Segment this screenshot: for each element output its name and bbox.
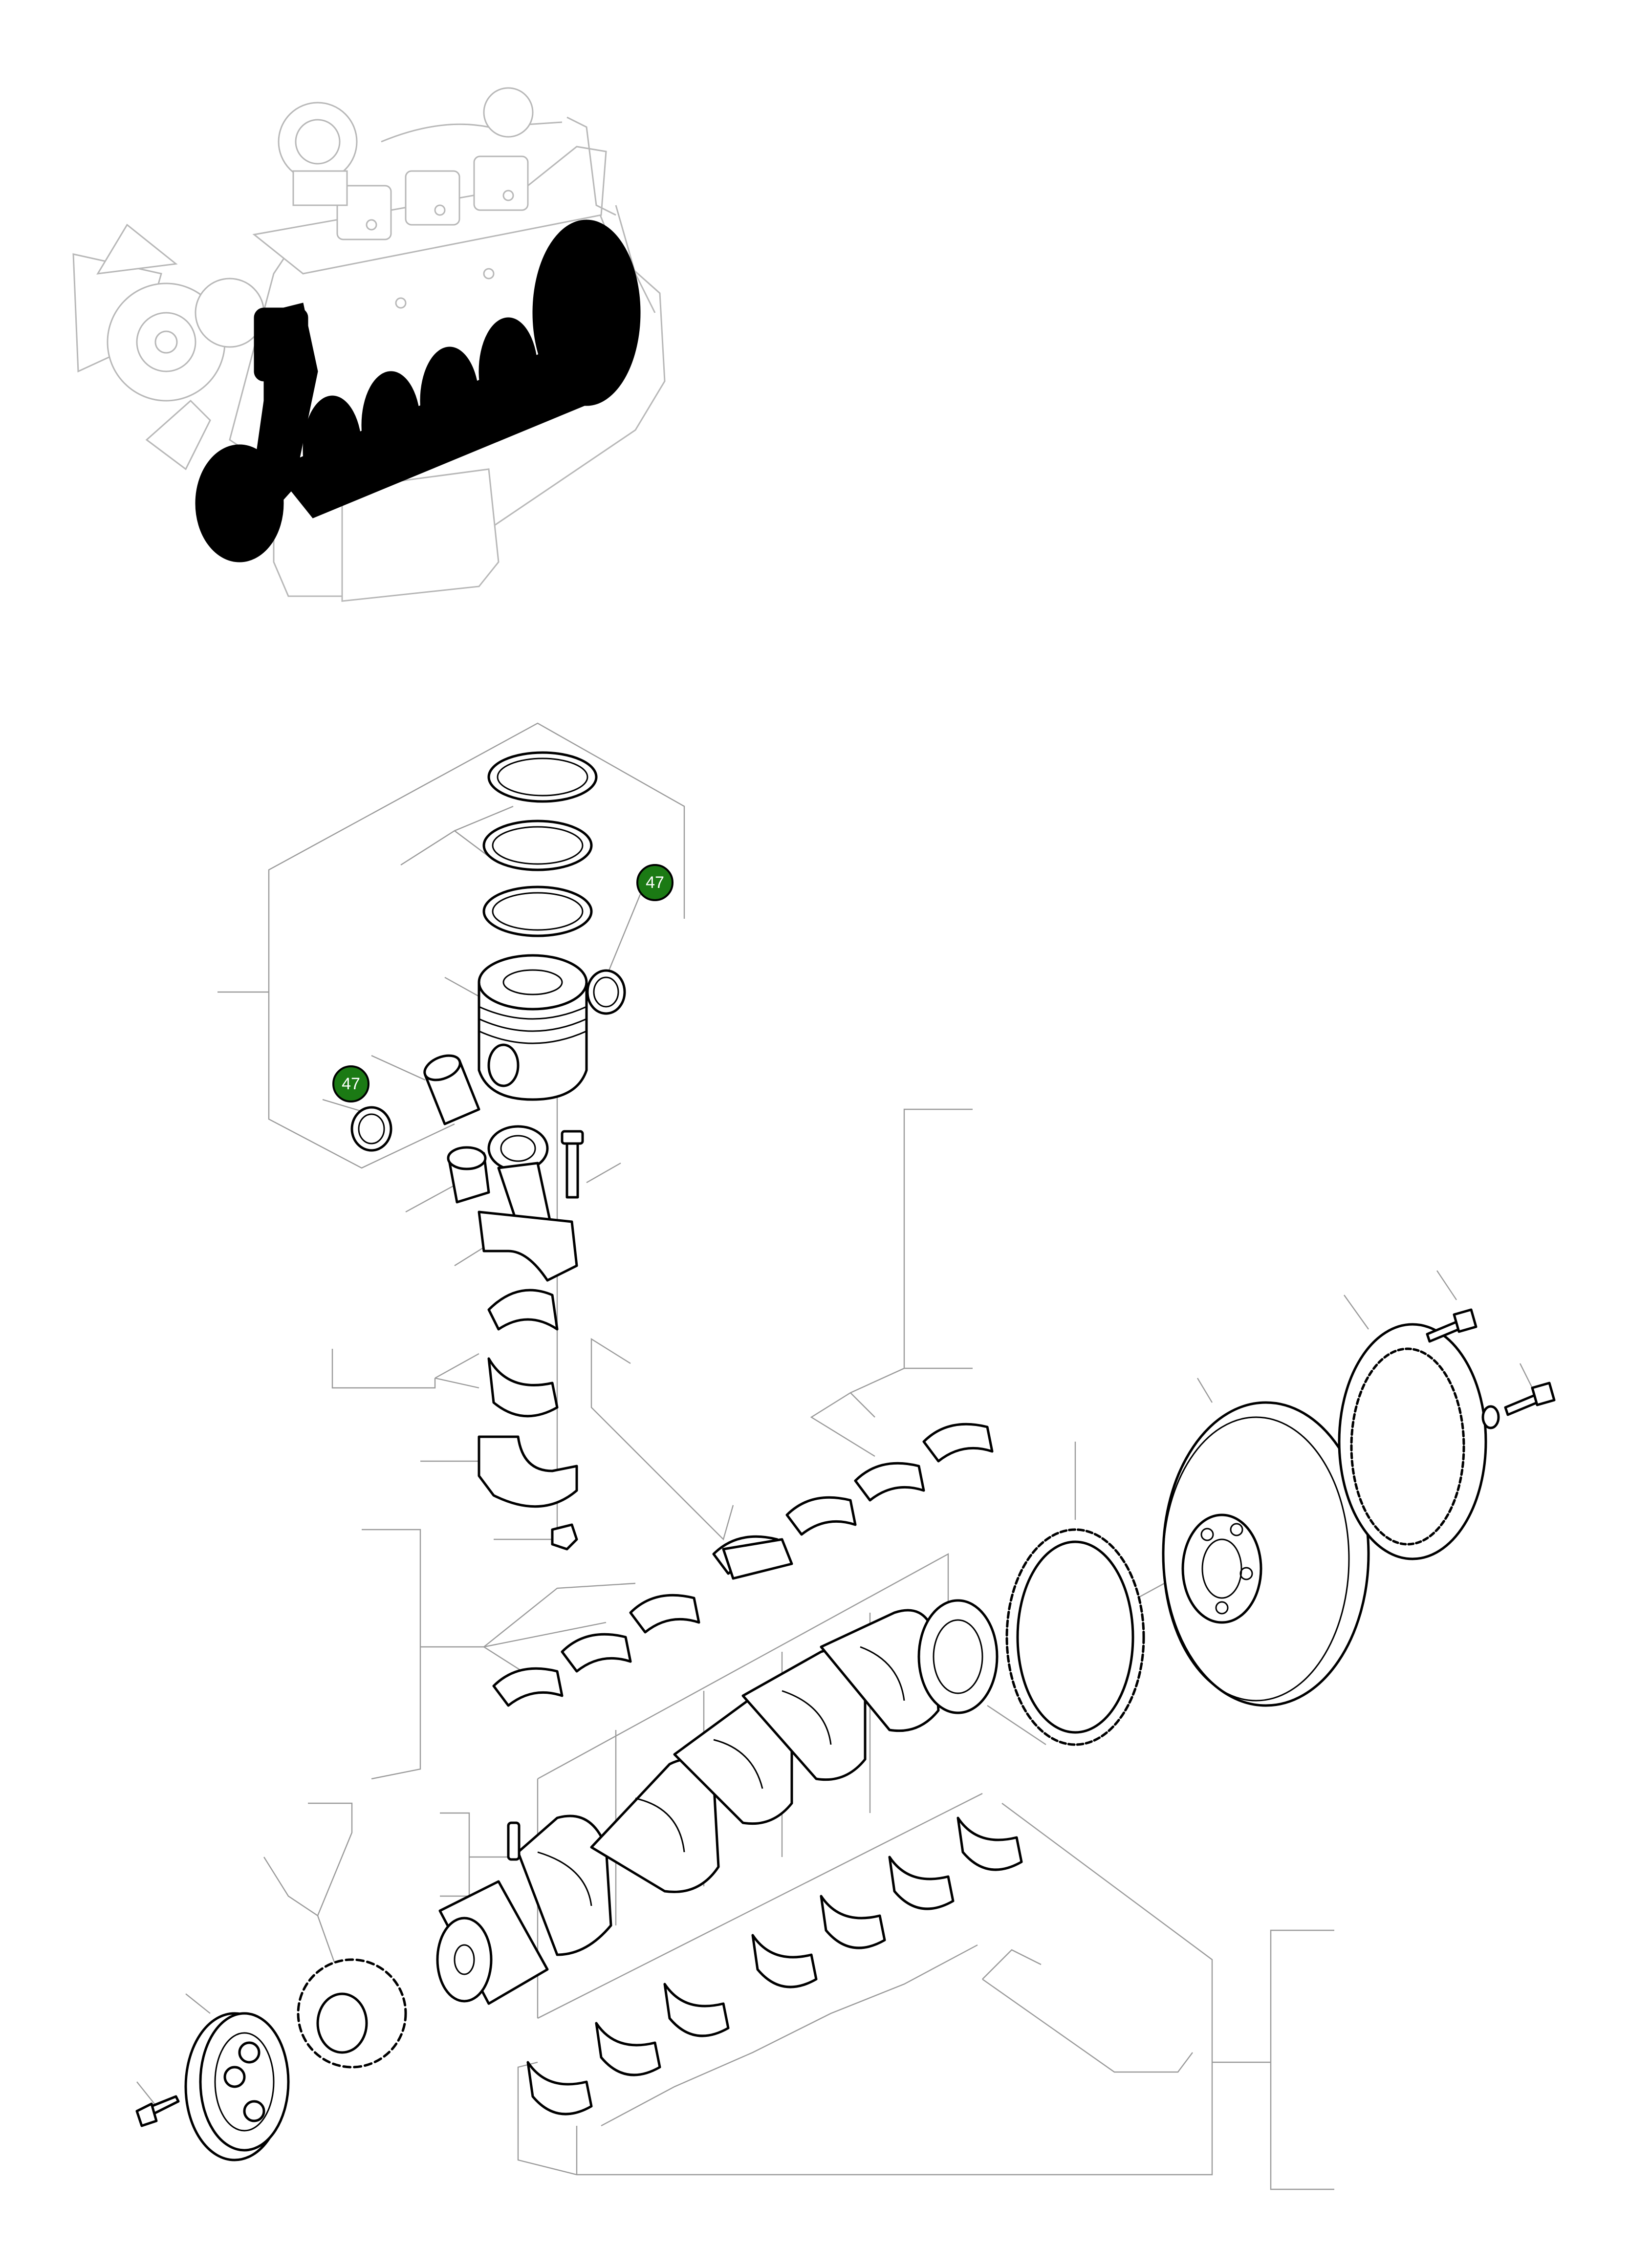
- conrod-nut: [551, 1523, 578, 1551]
- highlighted-crankshaft-silhouette: [195, 219, 641, 562]
- fan-icon: [72, 223, 265, 471]
- ring-gear: [1005, 1528, 1145, 1746]
- leader-lines: [136, 722, 1536, 2190]
- conrod-bolt: [561, 1130, 584, 1199]
- piston-ring-middle: [482, 820, 593, 871]
- connecting-rod: [478, 1125, 578, 1282]
- flywheel: [1162, 1401, 1370, 1707]
- crankshaft: [436, 1599, 999, 2005]
- flywheel-washer: [1481, 1405, 1500, 1429]
- main-bearings-upper-left: [492, 1594, 700, 1707]
- flywheel-bolt-upper: [1426, 1308, 1478, 1343]
- flywheel-ring: [1338, 1323, 1487, 1560]
- piston-ring-oil: [482, 886, 593, 937]
- dowel-pin: [507, 1821, 521, 1861]
- conrod-bearing-lower: [487, 1357, 559, 1418]
- callout-47-upper[interactable]: 47: [636, 864, 674, 901]
- main-bearings-upper-right: [712, 1423, 994, 1580]
- flywheel-bolt-lower: [1504, 1382, 1556, 1416]
- callout-47-lower-label: 47: [342, 1075, 360, 1093]
- callout-47-upper-label: 47: [646, 873, 664, 892]
- conrod-cap: [478, 1435, 578, 1508]
- snap-ring-lower: [350, 1106, 392, 1152]
- pulley-damper: [184, 2012, 290, 2161]
- engine-overview-illustration: [72, 87, 666, 602]
- callout-47-lower[interactable]: 47: [332, 1065, 369, 1102]
- conrod-bearing-upper: [487, 1289, 559, 1331]
- crankshaft-gear: [297, 1958, 407, 2069]
- conrod-bushing: [447, 1146, 490, 1204]
- main-bearings-lower: [526, 1816, 1023, 2116]
- piston-ring-top: [487, 751, 598, 803]
- snap-ring-upper: [586, 969, 626, 1015]
- pulley-bolt: [135, 2095, 180, 2127]
- piston: [478, 954, 588, 1101]
- piston-pin: [423, 1054, 480, 1125]
